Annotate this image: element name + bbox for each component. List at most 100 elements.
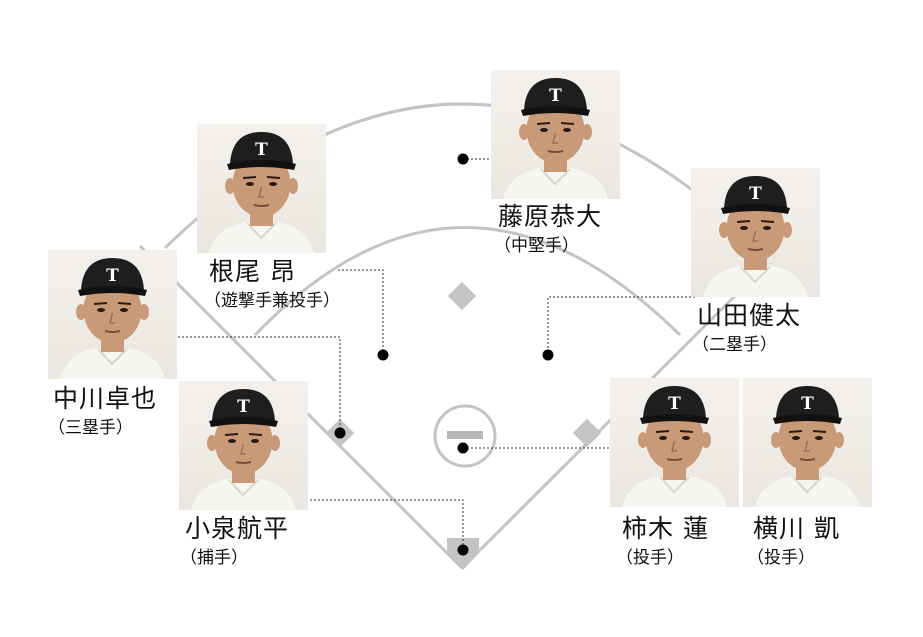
player-photo-kakigi: T bbox=[610, 378, 739, 507]
mouth bbox=[104, 330, 121, 333]
player-photo-nakagawa: T bbox=[48, 250, 177, 379]
player-portrait: T bbox=[755, 386, 860, 507]
ear-right bbox=[139, 304, 149, 320]
player-role-nakagawa: （三塁手） bbox=[48, 418, 133, 438]
eye-right bbox=[269, 182, 277, 186]
player-photo-koizumi: T bbox=[179, 381, 308, 510]
ear-left bbox=[76, 304, 86, 320]
ear-left bbox=[207, 435, 217, 451]
collar bbox=[740, 266, 771, 284]
player-role-koizumi: （捕手） bbox=[180, 548, 248, 568]
collar bbox=[228, 479, 259, 497]
nose bbox=[552, 132, 558, 144]
mouth bbox=[666, 458, 683, 461]
collar bbox=[540, 168, 571, 186]
eye-left bbox=[540, 128, 548, 132]
cap-brim bbox=[640, 414, 709, 424]
ear-right bbox=[782, 222, 792, 238]
eye-right bbox=[251, 439, 259, 443]
cap-icon bbox=[724, 176, 787, 208]
first-base bbox=[572, 418, 602, 448]
collar bbox=[659, 476, 690, 494]
position-marker-catcher bbox=[457, 544, 469, 556]
brow-left bbox=[788, 430, 803, 433]
pitchers-plate bbox=[447, 431, 483, 439]
pitchers-mound bbox=[433, 404, 497, 468]
collar bbox=[97, 348, 128, 366]
brow-left bbox=[224, 433, 239, 436]
cap-icon bbox=[776, 386, 839, 418]
position-marker-center-field bbox=[457, 153, 469, 165]
brow-right bbox=[560, 122, 575, 125]
eye-left bbox=[659, 436, 667, 440]
cap-logo-icon: T bbox=[668, 394, 681, 414]
ear-left bbox=[225, 178, 235, 194]
eye-left bbox=[228, 439, 236, 443]
brow-right bbox=[679, 430, 694, 433]
player-role-kakigi: （投手） bbox=[616, 548, 684, 568]
leader-line-yamada bbox=[547, 296, 695, 354]
cap-icon bbox=[212, 389, 275, 421]
player-name-fujiwara: 藤原恭大 bbox=[498, 202, 603, 231]
cap-brim bbox=[78, 286, 147, 296]
player-name-ne: 根尾 昂 bbox=[209, 257, 296, 286]
player-name-koizumi: 小泉航平 bbox=[185, 514, 290, 543]
ear-left bbox=[719, 222, 729, 238]
nose bbox=[752, 230, 758, 242]
mouth bbox=[799, 458, 816, 461]
cap-logo-icon: T bbox=[106, 266, 119, 286]
position-marker-shortstop bbox=[377, 349, 389, 361]
player-photo-ne: T bbox=[197, 124, 326, 253]
brow-left bbox=[736, 220, 751, 223]
cap-logo-icon: T bbox=[255, 140, 268, 160]
mouth bbox=[547, 150, 564, 153]
brow-left bbox=[93, 302, 108, 305]
cap-icon bbox=[81, 258, 144, 290]
cap-brim bbox=[773, 414, 842, 424]
ear-right bbox=[834, 432, 844, 448]
brow-right bbox=[248, 433, 263, 436]
eye-right bbox=[763, 226, 771, 230]
player-role-yokokawa: （投手） bbox=[747, 548, 815, 568]
cap-icon bbox=[643, 386, 706, 418]
player-portrait: T bbox=[60, 258, 165, 379]
player-photo-fujiwara: T bbox=[491, 70, 620, 199]
cap-logo-icon: T bbox=[237, 397, 250, 417]
nose bbox=[804, 440, 810, 452]
player-portrait: T bbox=[503, 78, 608, 199]
brow-left bbox=[242, 176, 257, 179]
player-role-ne: （遊撃手兼投手） bbox=[204, 291, 340, 311]
brow-right bbox=[812, 430, 827, 433]
cap-brim bbox=[209, 417, 278, 427]
eye-left bbox=[97, 308, 105, 312]
nose bbox=[671, 440, 677, 452]
nose bbox=[240, 443, 246, 455]
player-portrait: T bbox=[703, 176, 808, 297]
cap-logo-icon: T bbox=[549, 86, 562, 106]
brow-left bbox=[655, 430, 670, 433]
cap-icon bbox=[524, 78, 587, 110]
ear-left bbox=[519, 124, 529, 140]
position-marker-third-base bbox=[334, 427, 346, 439]
eye-right bbox=[563, 128, 571, 132]
player-portrait: T bbox=[622, 386, 727, 507]
brow-left bbox=[536, 122, 551, 125]
collar bbox=[246, 222, 277, 240]
cap-brim bbox=[227, 160, 296, 170]
collar bbox=[792, 476, 823, 494]
player-photo-yamada: T bbox=[691, 168, 820, 297]
eye-left bbox=[740, 226, 748, 230]
ear-right bbox=[270, 435, 280, 451]
cap-icon bbox=[230, 132, 293, 164]
player-name-yokokawa: 横川 凱 bbox=[753, 514, 840, 543]
mouth bbox=[747, 248, 764, 251]
ear-right bbox=[582, 124, 592, 140]
ear-right bbox=[701, 432, 711, 448]
infield-grass-arc bbox=[253, 226, 682, 337]
leader-line-koizumi bbox=[310, 499, 464, 550]
cap-brim bbox=[521, 106, 590, 116]
second-base bbox=[447, 281, 477, 311]
position-marker-pitcher bbox=[457, 442, 469, 454]
eye-right bbox=[682, 436, 690, 440]
